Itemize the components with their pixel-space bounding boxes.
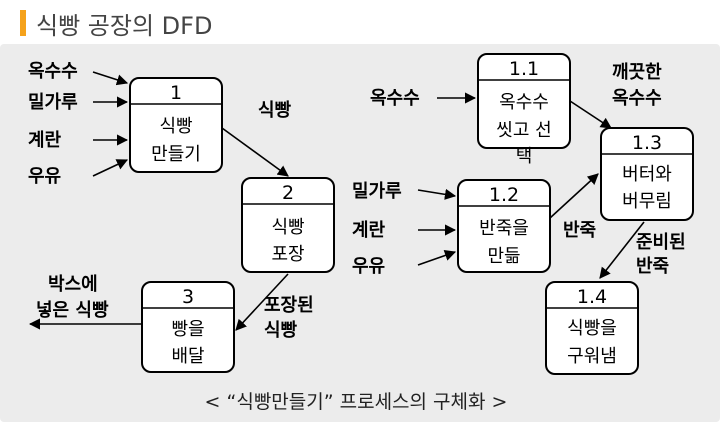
flow-arrow-dough [549,173,599,219]
flow-label-milk-right: 우유 [352,256,385,277]
process-1-1-name-line2: 씻고 선 [496,120,551,141]
flow-label-corn-right: 옥수수 [370,88,420,109]
flow-arrow-ready-dough [599,221,645,279]
process-3-name-line1: 빵을 [171,319,204,340]
flow-label-clean-line2: 옥수수 [612,88,662,109]
process-2: 2 식빵 포장 [241,177,335,273]
flow-arrow-packed [235,273,289,331]
process-1-3-box [600,127,694,221]
process-1-number: 1 [170,82,182,104]
flow-arrow-corn-left [92,71,129,86]
process-2-name-line1: 식빵 [271,217,304,238]
flow-arrow-clean-corn [569,100,612,129]
process-1-3-name-line1: 버터와 [622,164,672,185]
flow-arrow-milk-left [92,159,129,177]
flow-arrow-bread [221,127,289,177]
process-1-name-line2: 만들기 [151,144,201,165]
flow-label-corn-left: 옥수수 [28,61,78,82]
process-2-number: 2 [282,182,294,204]
flow-label-ready-line2: 반죽 [636,256,669,277]
process-1-2-number: 1.2 [489,184,519,206]
flow-label-egg-right: 계란 [352,220,386,241]
process-1-2-name-line2: 만듦 [487,246,520,267]
flow-label-milk-left: 우유 [28,166,61,187]
flow-label-boxed-line2: 넣은 식빵 [36,300,109,321]
flow-label-packed-line1: 포장된 [264,295,314,316]
process-1-4-name-line1: 식빵을 [567,318,617,339]
process-1-4-name-line2: 구워냄 [567,346,617,367]
diagram-caption: < “식빵만들기” 프로세스의 구체화 > [205,391,508,413]
process-2-box [241,177,335,273]
process-1-1: 1.1 옥수수 씻고 선 택 [477,53,571,167]
process-1-2-name-line1: 반죽을 [479,218,529,239]
process-1-2: 1.2 반죽을 만듦 [457,179,551,273]
process-1-3-name-line2: 버무림 [622,191,672,212]
flow-label-bread: 식빵 [258,100,292,121]
page-title: 식빵 공장의 DFD [36,12,213,40]
flow-label-flour-left: 밀가루 [28,92,78,113]
title-accent-bar [20,10,26,36]
flow-label-dough: 반죽 [563,220,596,241]
process-1-4: 1.4 식빵을 구워냄 [545,281,639,375]
flow-label-clean-line1: 깨끗한 [612,62,662,83]
process-3-name-line2: 배달 [171,346,204,367]
process-1-name-line1: 식빵 [159,116,192,137]
process-2-name-line2: 포장 [271,244,304,265]
process-1-2-box [457,179,551,273]
flow-label-flour-right: 밀가루 [352,181,402,202]
process-3-number: 3 [182,286,194,308]
process-1: 1 식빵 만들기 [129,77,223,173]
flow-label-egg-left: 계란 [28,130,62,151]
flow-arrow-milk-right [417,250,457,266]
process-1-1-name-line1: 옥수수 [499,92,549,113]
flow-arrow-flour-right [417,188,457,200]
process-1-3: 1.3 버터와 버무림 [600,127,694,221]
flow-label-ready-line1: 준비된 [636,232,686,253]
process-1-1-name-line3: 택 [516,146,533,167]
process-1-4-number: 1.4 [577,286,607,308]
process-3-box [141,281,235,373]
flow-label-packed-line2: 식빵 [264,320,298,341]
flow-label-boxed-line1: 박스에 [48,274,98,295]
process-1-3-number: 1.3 [632,132,662,154]
process-1-box [129,77,223,173]
process-1-1-number: 1.1 [509,58,539,80]
process-3: 3 빵을 배달 [141,281,235,373]
process-1-4-box [545,281,639,375]
